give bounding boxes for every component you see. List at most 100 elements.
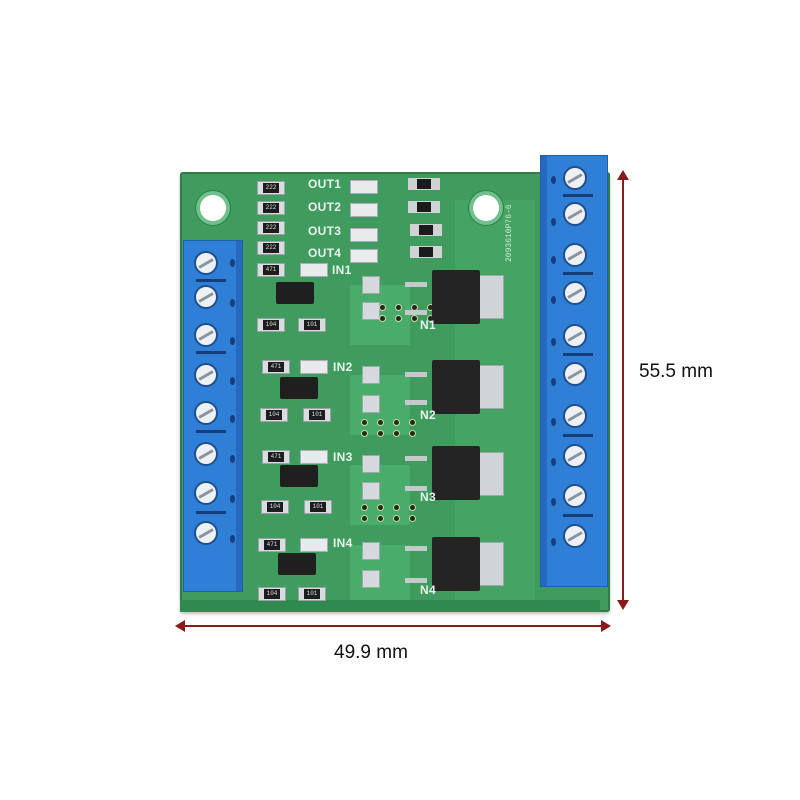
copper-pad-ch2: [350, 375, 410, 435]
resistor-pulldown-2a: 104: [260, 408, 288, 422]
label-in3: IN3: [333, 450, 353, 464]
terminal-block-right: [540, 155, 608, 587]
height-label: 55.5 mm: [639, 361, 713, 382]
mosfet-tab-3: [478, 452, 504, 496]
mosfet-leg-2a: [405, 372, 427, 377]
mosfet-leg-1a: [405, 282, 427, 287]
diode-2: [417, 202, 431, 212]
mosfet-leg-1b: [405, 310, 427, 315]
resistor-out3: 222: [257, 221, 285, 235]
screw-terminal-l3[interactable]: [194, 323, 218, 347]
pad-ch4-a: [362, 542, 380, 560]
optocoupler-4: [278, 553, 316, 575]
label-in4: IN4: [333, 536, 353, 550]
resistor-out4: 222: [257, 241, 285, 255]
optocoupler-1: [276, 282, 314, 304]
label-n4: N4: [420, 583, 436, 597]
label-in2: IN2: [333, 360, 353, 374]
width-dimension-line: [184, 625, 602, 627]
resistor-in4: 471: [258, 538, 286, 552]
via-grid-ch2: [362, 420, 420, 436]
arrowhead-down-icon: [617, 600, 629, 610]
resistor-in1: 471: [257, 263, 285, 277]
arrowhead-left-icon: [175, 620, 185, 632]
screw-terminal-l7[interactable]: [194, 481, 218, 505]
arrowhead-up-icon: [617, 170, 629, 180]
resistor-in2: 471: [262, 360, 290, 374]
resistor-pulldown-4a: 104: [258, 587, 286, 601]
pad-ch1-a: [362, 276, 380, 294]
mosfet-4: [432, 537, 480, 591]
mosfet-leg-4b: [405, 578, 427, 583]
label-out2: OUT2: [308, 200, 342, 214]
screw-terminal-r5[interactable]: [563, 324, 587, 348]
diode-4: [419, 247, 433, 257]
led-in3: [300, 450, 328, 464]
arrowhead-right-icon: [601, 620, 611, 632]
height-dimension-line: [622, 178, 624, 602]
resistor-pulldown-1a: 104: [257, 318, 285, 332]
label-n2: N2: [420, 408, 436, 422]
width-label: 49.9 mm: [334, 642, 408, 663]
screw-terminal-r9[interactable]: [563, 484, 587, 508]
screw-terminal-r2[interactable]: [563, 202, 587, 226]
mosfet-3: [432, 446, 480, 500]
resistor-out2: 222: [257, 201, 285, 215]
resistor-pulldown-3a: 104: [261, 500, 289, 514]
resistor-out1: 222: [257, 181, 285, 195]
board-code: 2093610P76-6: [505, 204, 514, 262]
pad-ch3-a: [362, 455, 380, 473]
screw-terminal-r7[interactable]: [563, 404, 587, 428]
mosfet-leg-4a: [405, 546, 427, 551]
label-out4: OUT4: [308, 246, 342, 260]
label-out3: OUT3: [308, 224, 342, 238]
copper-pad-ch4: [350, 545, 410, 600]
screw-terminal-l1[interactable]: [194, 251, 218, 275]
screw-terminal-l4[interactable]: [194, 363, 218, 387]
screw-terminal-l8[interactable]: [194, 521, 218, 545]
mosfet-1: [432, 270, 480, 324]
screw-terminal-l5[interactable]: [194, 401, 218, 425]
screw-terminal-r1[interactable]: [563, 166, 587, 190]
copper-pad-ch3: [350, 465, 410, 525]
optocoupler-2: [280, 377, 318, 399]
pad-ch4-b: [362, 570, 380, 588]
screw-terminal-l2[interactable]: [194, 285, 218, 309]
pad-ch1-b: [362, 302, 380, 320]
mounting-hole-left: [200, 195, 226, 221]
led-out2: [350, 203, 378, 217]
mosfet-tab-4: [478, 542, 504, 586]
pad-ch3-b: [362, 482, 380, 500]
screw-terminal-r8[interactable]: [563, 444, 587, 468]
mosfet-leg-3b: [405, 486, 427, 491]
screw-terminal-r3[interactable]: [563, 243, 587, 267]
mounting-hole-right: [473, 195, 499, 221]
led-out1: [350, 180, 378, 194]
optocoupler-3: [280, 465, 318, 487]
label-n1: N1: [420, 318, 436, 332]
screw-terminal-l6[interactable]: [194, 442, 218, 466]
pad-ch2-a: [362, 366, 380, 384]
label-in1: IN1: [332, 263, 352, 277]
screw-terminal-r10[interactable]: [563, 524, 587, 548]
resistor-in3: 471: [262, 450, 290, 464]
resistor-pulldown-3b: 101: [304, 500, 332, 514]
led-in2: [300, 360, 328, 374]
mosfet-leg-3a: [405, 456, 427, 461]
resistor-pulldown-1b: 101: [298, 318, 326, 332]
mosfet-leg-2b: [405, 400, 427, 405]
screw-terminal-r4[interactable]: [563, 281, 587, 305]
resistor-pulldown-4b: 101: [298, 587, 326, 601]
terminal-block-left: [183, 240, 243, 592]
pad-ch2-b: [362, 395, 380, 413]
pcb-edge: [180, 600, 600, 612]
via-grid-ch3: [362, 505, 420, 521]
mosfet-2: [432, 360, 480, 414]
diode-1: [417, 179, 431, 189]
led-in1: [300, 263, 328, 277]
copper-pad-ch1: [350, 285, 410, 345]
screw-terminal-r6[interactable]: [563, 362, 587, 386]
led-out4: [350, 249, 378, 263]
via-grid-ch1: [380, 305, 438, 321]
resistor-pulldown-2b: 101: [303, 408, 331, 422]
